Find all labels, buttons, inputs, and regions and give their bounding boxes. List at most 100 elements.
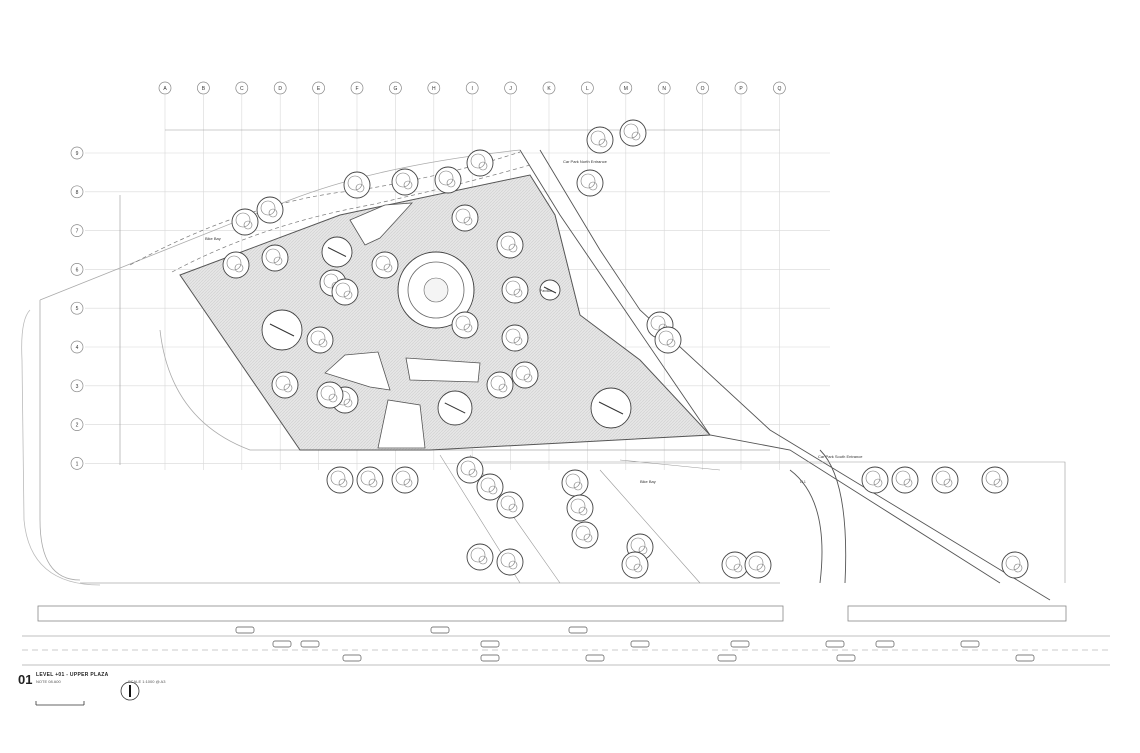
grid-row-bubble: 5 (70, 301, 84, 315)
drawing-note: NOTE 08 A00 (36, 679, 61, 684)
grid-row-bubble: 9 (70, 146, 84, 160)
grid-col-bubble: Q (773, 81, 786, 95)
tree (306, 326, 334, 354)
tree (391, 168, 419, 196)
grid-row-bubbles: 9 8 7 6 5 4 3 2 1 (70, 146, 84, 470)
site-boundary (39, 149, 780, 584)
tree (331, 278, 359, 306)
grid-col-label: J (509, 86, 512, 92)
grid-col-label: I (472, 86, 473, 92)
drawing-scale: SCALE 1:1000 @ A3 (128, 679, 166, 684)
tree (391, 466, 419, 494)
grid-row-bubble: 6 (70, 263, 84, 276)
tree (326, 466, 354, 494)
small-pavilion (261, 309, 303, 351)
grid-row-label: 8 (76, 190, 79, 196)
tree (931, 466, 959, 494)
grid-col-bubble: K (542, 81, 556, 95)
grid-col-bubble: G (389, 81, 402, 95)
car-park-south-label: Car Park South Entrance (818, 454, 863, 459)
lift-label: LL1 (800, 480, 806, 484)
bike-lane-2 (171, 164, 531, 273)
tree (621, 551, 649, 579)
tree (861, 466, 889, 494)
lower-path (439, 454, 1066, 584)
grid-col-label: M (624, 86, 628, 92)
grid-row-bubble: 3 (70, 379, 84, 393)
tree (466, 543, 494, 571)
tree (566, 494, 594, 522)
car (960, 640, 980, 648)
grid-col-bubble: O (696, 81, 709, 95)
tree (222, 251, 250, 279)
tree (371, 251, 399, 279)
grid-col-label: P (739, 86, 743, 92)
tree (511, 361, 539, 389)
tree (721, 551, 749, 579)
grid-row-label: 6 (76, 267, 79, 273)
grid-col-label: N (662, 86, 666, 92)
grid-row-label: 2 (76, 423, 79, 429)
grid-col-bubble: J (504, 81, 517, 95)
plaza-void-4 (405, 357, 481, 383)
tree (261, 244, 289, 272)
tree (561, 469, 589, 497)
tree (434, 166, 462, 194)
plaza-void-2 (377, 399, 426, 449)
grid-col-label: F (355, 86, 358, 92)
grid-row-label: 5 (76, 306, 79, 312)
grid-col-label: A (163, 86, 167, 92)
car (430, 626, 450, 634)
grid-col-bubble: C (235, 81, 249, 95)
grid-col-label: Q (777, 86, 781, 92)
tree (451, 311, 479, 339)
grid-col-label: L (586, 86, 589, 92)
grid-col-label: B (202, 86, 206, 92)
small-pavilion (437, 390, 473, 426)
grid-row-bubble: 7 (70, 224, 84, 237)
grid-row-label: 3 (76, 384, 79, 390)
grid-col-bubble: P (734, 81, 748, 95)
tree (586, 126, 614, 154)
grid-col-bubble: F (350, 81, 364, 95)
tree (476, 473, 504, 501)
road-east (519, 149, 1051, 601)
grid-col-bubble: N (657, 81, 671, 95)
street (22, 605, 1110, 666)
tree (316, 381, 344, 409)
grid-col-bubble: I (465, 81, 479, 95)
car (836, 654, 856, 662)
bike-bay-label-top: Bike Bay (205, 236, 221, 241)
tree (501, 324, 529, 352)
grid-col-label: O (701, 86, 705, 92)
plaza-void-1 (324, 351, 391, 391)
tree (571, 521, 599, 549)
tree (356, 466, 384, 494)
car (480, 654, 500, 662)
plaza-void-3 (349, 202, 413, 246)
car (300, 640, 320, 648)
car (875, 640, 895, 648)
grid-col-bubble: H (427, 81, 441, 95)
car (630, 640, 650, 648)
tree (891, 466, 919, 494)
grid-row-bubble: 1 (70, 457, 84, 470)
tree (271, 371, 299, 399)
tree (486, 371, 514, 399)
tree (466, 149, 494, 177)
tree (1001, 551, 1029, 579)
grid-col-label: C (240, 86, 244, 92)
tree (343, 171, 371, 199)
grid-row-bubble: 4 (70, 340, 84, 354)
grid-col-bubble: L (581, 81, 594, 95)
central-rotunda (397, 251, 475, 329)
grid-col-label: H (432, 86, 436, 92)
car (342, 654, 362, 662)
car (730, 640, 750, 648)
car (717, 654, 737, 662)
small-pavilion (321, 236, 353, 268)
bike-bay-label-bottom: Bike Bay (640, 479, 656, 484)
tree (231, 208, 259, 236)
